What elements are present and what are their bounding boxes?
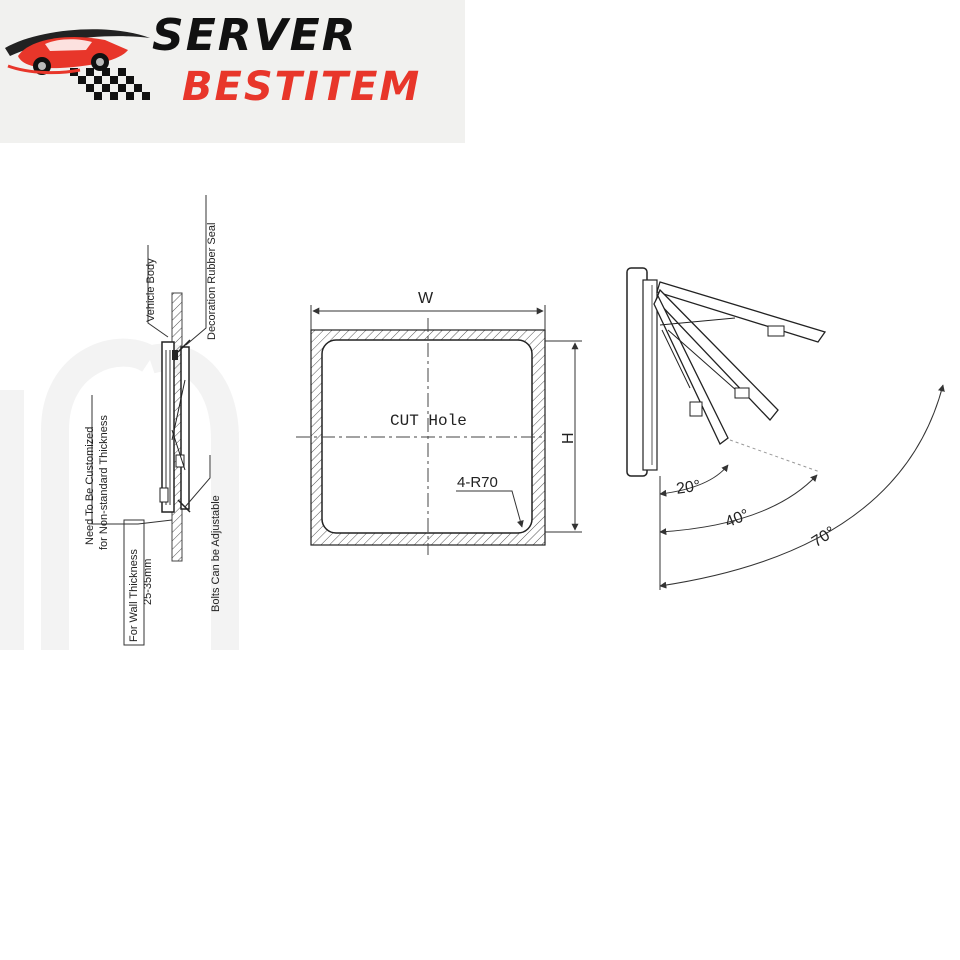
label-angle-40: 40° (723, 506, 752, 531)
cut-hole-view: W H CUT Hole 4-R70 (296, 290, 582, 555)
label-height: H (560, 432, 577, 444)
label-wall-range: 25-35mm (142, 559, 154, 605)
label-vehicle-body: Vehicle Body (145, 258, 157, 322)
brand-line2-item: ITEM (303, 64, 422, 110)
brand-line2-best: BEST (182, 64, 304, 110)
label-decoration-seal: Decoration Rubber Seal (206, 223, 218, 340)
side-view: Vehicle Body Decoration Rubber Seal Need… (84, 195, 222, 646)
race-car-logo-icon (5, 29, 150, 100)
label-radius: 4-R70 (457, 474, 498, 491)
brand-line1: SERVER (152, 10, 358, 61)
brand-banner: SERVER BESTITEM (0, 0, 465, 143)
window-frame-inner (161, 341, 175, 513)
brand-line2: BESTITEM (182, 64, 421, 110)
label-wall-thickness: For Wall Thickness (128, 549, 140, 642)
window-frame-outer (180, 346, 190, 510)
label-width: W (418, 290, 434, 307)
label-customized-line2: for Non-standard Thickness (98, 415, 110, 550)
label-bolts-adjustable: Bolts Can be Adjustable (210, 495, 222, 612)
label-angle-70: 70° (809, 524, 839, 551)
label-customized-line1: Need To Be Customized (84, 427, 96, 545)
hinge-frame-inner (642, 279, 658, 471)
opening-angle-view: 20° 40° 70° (626, 267, 945, 590)
background-watermark (0, 338, 239, 650)
technical-drawing: Vehicle Body Decoration Rubber Seal Need… (0, 195, 945, 650)
label-angle-20: 20° (675, 478, 701, 498)
label-cut-hole: CUT Hole (390, 412, 467, 430)
